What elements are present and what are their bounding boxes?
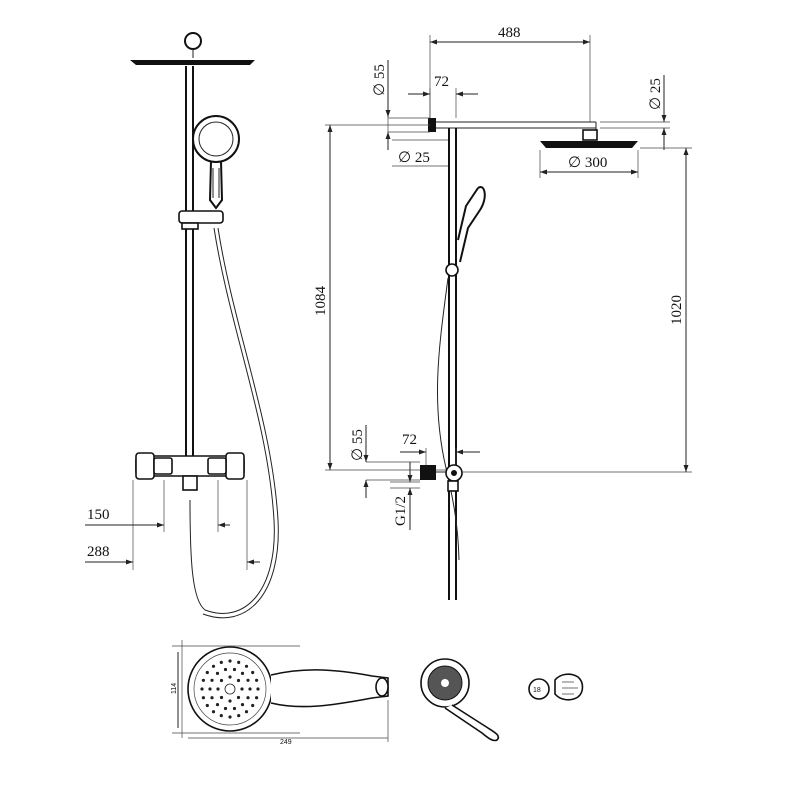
- hand-shower-perspective: [420, 658, 500, 742]
- spray-jet-dot: [211, 710, 216, 714]
- spray-jet-dot: [232, 706, 237, 711]
- spray-jets: [200, 659, 260, 719]
- side-view: 488 ∅ 55 72 ∅ 25 ∅ 300 ∅: [313, 25, 692, 600]
- spray-jet-dot: [244, 664, 249, 668]
- dim-head-diameter-300: ∅ 300: [568, 155, 607, 171]
- spray-jet-dot: [210, 696, 214, 700]
- dim-bottom-diameter-55: ∅ 55: [350, 429, 366, 461]
- dim-1084: 1084: [313, 286, 329, 317]
- spray-jet-dot: [223, 706, 228, 711]
- spray-jet-dot: [248, 687, 252, 691]
- spray-jet-dot: [205, 703, 209, 708]
- spray-jet-dot: [232, 667, 237, 672]
- spray-jet-dot: [246, 696, 250, 700]
- spray-jet-dot: [240, 687, 244, 691]
- dim-top-diameter-55: ∅ 55: [372, 64, 388, 96]
- spray-jet-dot: [215, 703, 220, 707]
- dim-pipe-diameter-25: ∅ 25: [398, 150, 430, 166]
- spray-jet-dot: [240, 703, 245, 707]
- spray-jet-dot: [256, 687, 260, 691]
- spray-jet-dot: [246, 678, 250, 682]
- hand-shower-side: [457, 186, 486, 263]
- spray-jet-dot: [228, 659, 232, 663]
- spray-jet-dot: [219, 714, 223, 718]
- spray-jet-dot: [255, 696, 259, 700]
- spray-jet-dot: [223, 667, 228, 672]
- spray-jet-dot: [228, 675, 232, 679]
- mixer-dimensions: 150 288: [85, 480, 260, 570]
- spray-jets-icon: 18: [528, 673, 584, 701]
- dim-top-72: 72: [434, 74, 449, 90]
- spray-center-ring: [224, 683, 236, 695]
- spray-jet-dot: [251, 703, 255, 708]
- spray-jet-dot: [251, 670, 255, 675]
- spray-jet-dot: [240, 671, 245, 676]
- spray-jet-dot: [201, 678, 205, 682]
- dim-488: 488: [498, 25, 521, 41]
- hand-shower-detail: 114 249: [171, 640, 389, 746]
- front-view: 150 288: [85, 32, 279, 619]
- spray-jet-dot: [205, 670, 209, 675]
- thermostatic-mixer: [135, 452, 245, 491]
- spray-jet-dot: [211, 664, 216, 668]
- spray-jet-dot: [219, 695, 224, 700]
- spray-jet-dot: [237, 714, 241, 718]
- spray-jet-dot: [219, 678, 224, 683]
- spray-jet-dot: [244, 710, 249, 714]
- spray-jet-dot: [237, 660, 241, 665]
- dim-arm-diameter-25: ∅ 25: [648, 78, 664, 110]
- dim-bottom-72: 72: [402, 432, 417, 448]
- overhead-shower-plate: [130, 60, 255, 65]
- spray-jet-dot: [208, 687, 212, 691]
- dim-hand-114: 114: [171, 683, 178, 694]
- spray-jet-dot: [236, 695, 241, 700]
- hose: [189, 227, 275, 614]
- spray-jet-dot: [228, 715, 232, 719]
- hand-shower-front: [192, 115, 240, 210]
- top-ring: [184, 32, 202, 50]
- dim-1020: 1020: [669, 295, 685, 325]
- spray-jet-dot: [255, 678, 259, 682]
- spray-jet-dot: [219, 660, 223, 665]
- slider-bracket: [178, 210, 224, 224]
- spray-jet-dot: [216, 687, 220, 691]
- dim-150: 150: [87, 507, 110, 523]
- spray-jet-dot: [215, 671, 220, 676]
- spray-jet-dot: [210, 678, 214, 682]
- dim-thread-g12: G1/2: [393, 496, 409, 526]
- spray-jet-dot: [201, 696, 205, 700]
- spray-jets-count: 18: [533, 687, 541, 694]
- spray-jet-dot: [236, 678, 241, 683]
- spray-jet-dot: [228, 699, 232, 703]
- dim-288: 288: [87, 544, 110, 560]
- spray-jet-dot: [200, 687, 204, 691]
- dim-hand-249: 249: [280, 739, 292, 746]
